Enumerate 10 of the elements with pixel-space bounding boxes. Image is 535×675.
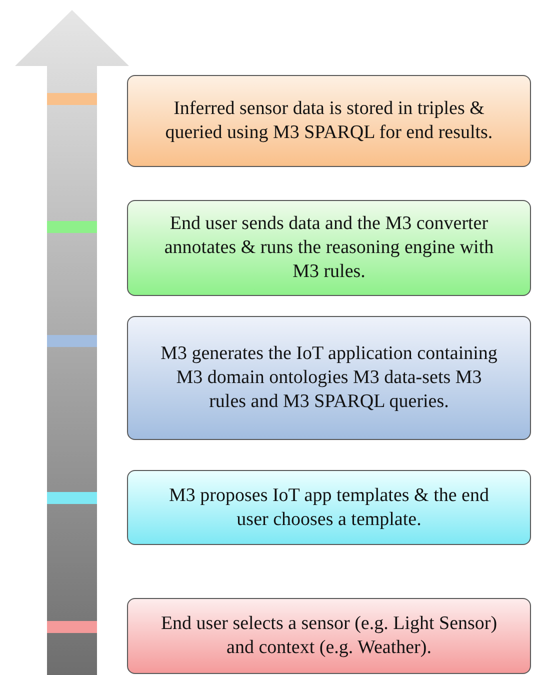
step-box — [127, 75, 531, 167]
step-box — [127, 200, 531, 296]
step-box — [127, 598, 531, 674]
step-text: M3 generates the IoT application containing M3 domain ontologies M3 data-sets M3 rules and M3 SPARQL queries. — [160, 342, 498, 414]
step-box — [127, 316, 531, 440]
step-box — [127, 470, 531, 545]
step-text: Inferred sensor data is stored in triples & queried using M3 SPARQL for end results. — [164, 97, 494, 145]
step-text: M3 proposes IoT app templates & the end user chooses a template. — [168, 484, 490, 532]
step-text: End user selects a sensor (e.g. Light Sensor) and context (e.g. Weather). — [160, 612, 498, 660]
step-text: End user sends data and the M3 converter annotates & runs the reasoning engine with M3 rules. — [163, 212, 495, 284]
